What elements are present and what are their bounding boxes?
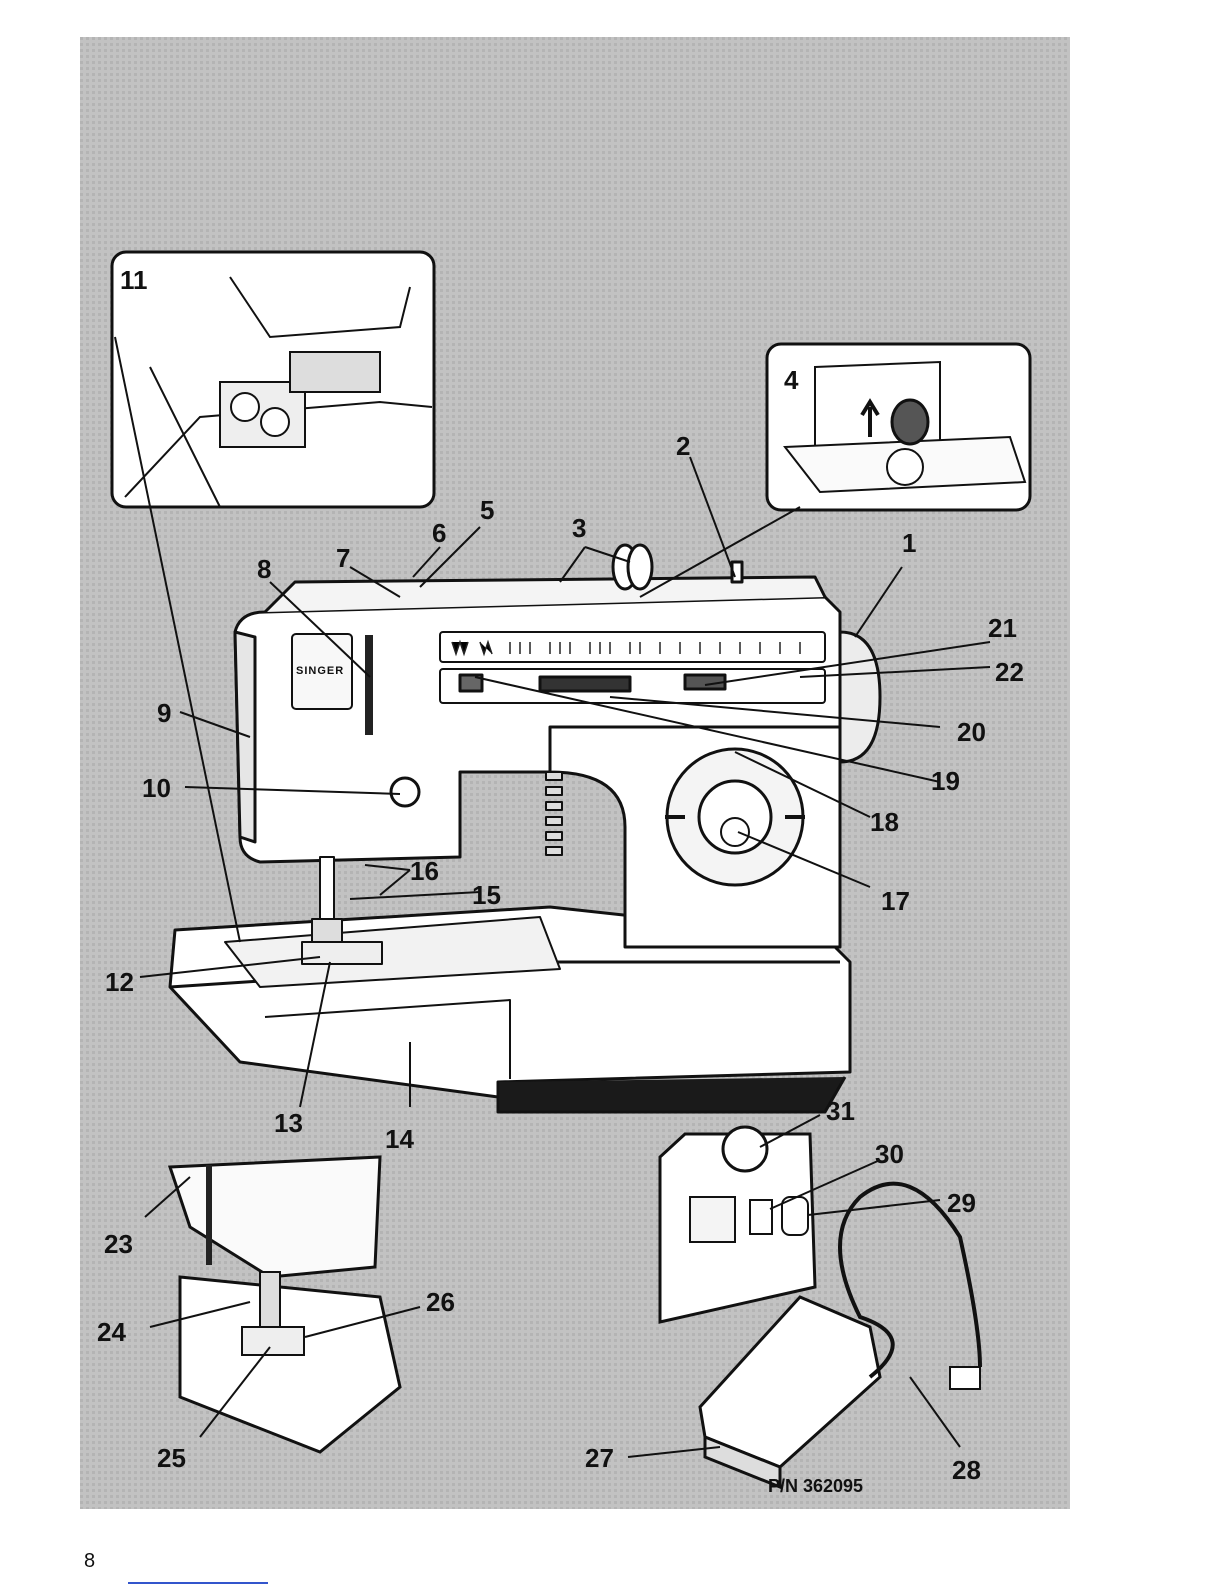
callout-8: 8: [257, 556, 271, 582]
callout-19: 19: [931, 768, 960, 794]
callout-11: 11: [120, 267, 148, 293]
page-number: 8: [84, 1550, 95, 1573]
callout-29: 29: [947, 1190, 976, 1216]
callout-22: 22: [995, 659, 1024, 685]
part-number: P/N 362095: [768, 1476, 863, 1497]
callout-28: 28: [952, 1457, 981, 1483]
callout-17: 17: [881, 888, 910, 914]
callout-5: 5: [480, 497, 494, 523]
callout-10: 10: [142, 775, 171, 801]
callout-12: 12: [105, 969, 134, 995]
callout-14: 14: [385, 1126, 414, 1152]
callout-27: 27: [585, 1445, 614, 1471]
callout-13: 13: [274, 1110, 303, 1136]
callout-25: 25: [157, 1445, 186, 1471]
sewing-machine-illustration: [80, 37, 1070, 1509]
callout-31: 31: [826, 1098, 855, 1124]
callout-15: 15: [472, 882, 501, 908]
callout-26: 26: [426, 1289, 455, 1315]
callout-1: 1: [902, 530, 916, 556]
callout-24: 24: [97, 1319, 126, 1345]
callout-3: 3: [572, 515, 586, 541]
callout-6: 6: [432, 520, 446, 546]
callout-4: 4: [784, 367, 798, 393]
callout-16: 16: [410, 858, 439, 884]
callout-9: 9: [157, 700, 171, 726]
callout-21: 21: [988, 615, 1017, 641]
brand-badge: SINGER: [296, 665, 344, 677]
callout-18: 18: [870, 809, 899, 835]
callout-23: 23: [104, 1231, 133, 1257]
callout-2: 2: [676, 433, 690, 459]
callout-30: 30: [875, 1141, 904, 1167]
diagram-panel: 1 2 3 4 5 6 7 8 9 10 11 12 13 14 15 16 1…: [80, 37, 1070, 1509]
callout-20: 20: [957, 719, 986, 745]
callout-7: 7: [336, 545, 350, 571]
